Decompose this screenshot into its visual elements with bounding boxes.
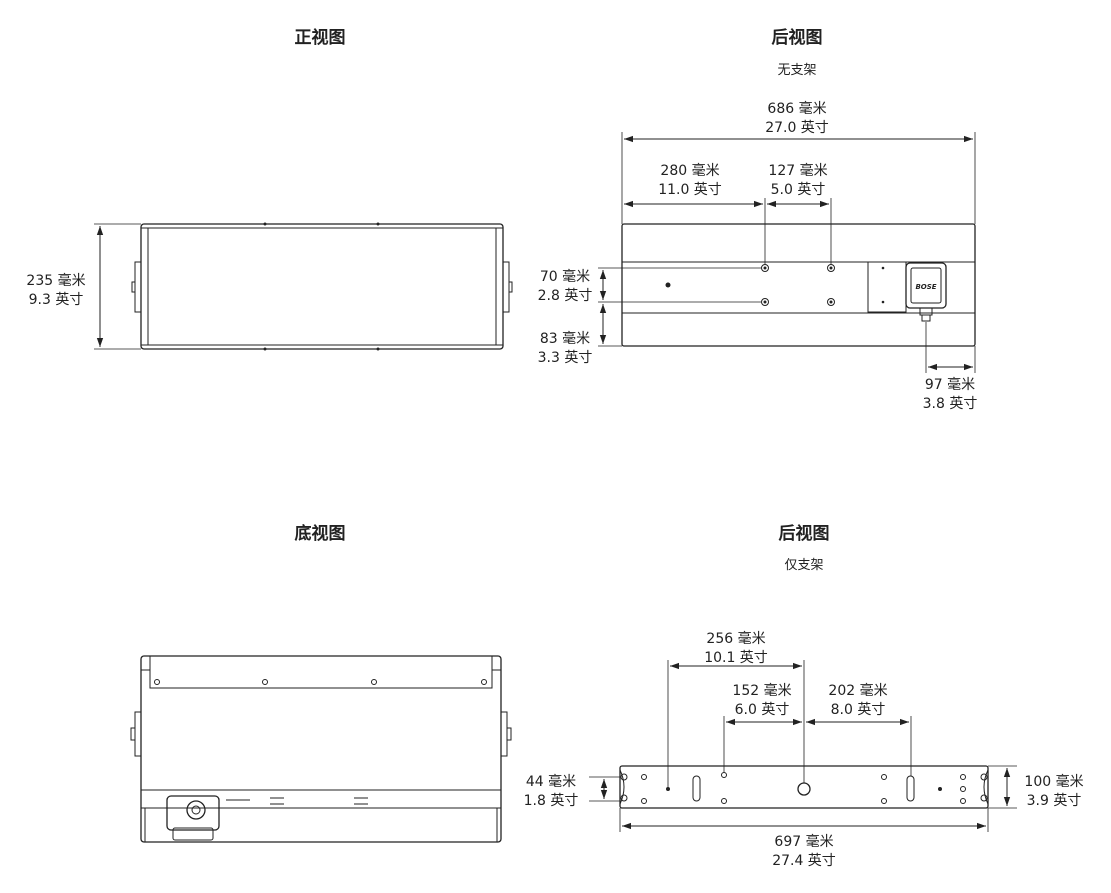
rear-right-offset-mm: 97 毫米 [925, 376, 975, 393]
bracket-slot-height-mm: 44 毫米 [526, 773, 576, 790]
bracket-height-mm: 100 毫米 [1024, 773, 1083, 790]
bottom-view-title: 底视图 [295, 523, 346, 544]
rear-width-inch: 27.0 英寸 [765, 119, 829, 136]
rear-bottom-offset-inch: 3.3 英寸 [538, 349, 593, 366]
rear-right-offset-inch: 3.8 英寸 [923, 395, 978, 412]
bracket-view-subtitle: 仅支架 [784, 558, 823, 573]
front-view-title: 正视图 [295, 27, 346, 48]
front-left-bracket [134, 261, 142, 313]
rear-left-offset-mm: 280 毫米 [660, 162, 719, 179]
front-right-bracket [502, 261, 510, 313]
rear-hole-spacing-h-mm: 127 毫米 [768, 162, 827, 179]
bracket-left-span-mm: 256 毫米 [706, 630, 765, 647]
bracket-view: 256 毫米 10.1 英寸 152 毫米 6.0 英寸 202 毫米 8.0 … [524, 630, 1084, 869]
front-grille [147, 227, 497, 346]
bracket-left-span-inch: 10.1 英寸 [704, 649, 768, 666]
bracket-width-inch: 27.4 英寸 [772, 852, 836, 869]
bracket-center-left-mm: 152 毫米 [732, 682, 791, 699]
bottom-view [130, 655, 512, 843]
bottom-right-bracket [500, 711, 508, 757]
front-height-inch: 9.3 英寸 [29, 291, 84, 308]
rear-hole-spacing-h-inch: 5.0 英寸 [771, 181, 826, 198]
bracket-slot-right [906, 775, 915, 802]
rear-left-offset-inch: 11.0 英寸 [658, 181, 722, 198]
rear-width-mm: 686 毫米 [767, 100, 826, 117]
bottom-connector [166, 795, 220, 831]
bracket-center-hole [797, 782, 811, 796]
front-view: 235 毫米 9.3 英寸 [26, 222, 513, 351]
rear-outline [621, 223, 976, 347]
front-outline [140, 223, 504, 350]
bose-logo: BOSE [915, 283, 936, 291]
front-height-mm: 235 毫米 [26, 272, 85, 289]
bracket-width-mm: 697 毫米 [774, 833, 833, 850]
bracket-center-right-mm: 202 毫米 [828, 682, 887, 699]
rear-hole-spacing-v-mm: 70 毫米 [540, 268, 590, 285]
rear-view-subtitle: 无支架 [777, 63, 816, 78]
bracket-center-left-inch: 6.0 英寸 [735, 701, 790, 718]
bracket-slot-left [692, 775, 701, 802]
bracket-slot-height-inch: 1.8 英寸 [524, 792, 579, 809]
bracket-height-inch: 3.9 英寸 [1027, 792, 1082, 809]
rear-view: BOSE 686 毫米 27.0 英寸 280 毫米 11.0 英寸 127 毫… [538, 100, 978, 412]
connector-plate [867, 261, 907, 313]
rear-hole-spacing-v-inch: 2.8 英寸 [538, 287, 593, 304]
bracket-view-title: 后视图 [779, 523, 830, 544]
rear-bottom-offset-mm: 83 毫米 [540, 330, 590, 347]
bottom-left-bracket [134, 711, 142, 757]
bracket-center-right-inch: 8.0 英寸 [831, 701, 886, 718]
rear-view-title: 后视图 [772, 27, 823, 48]
